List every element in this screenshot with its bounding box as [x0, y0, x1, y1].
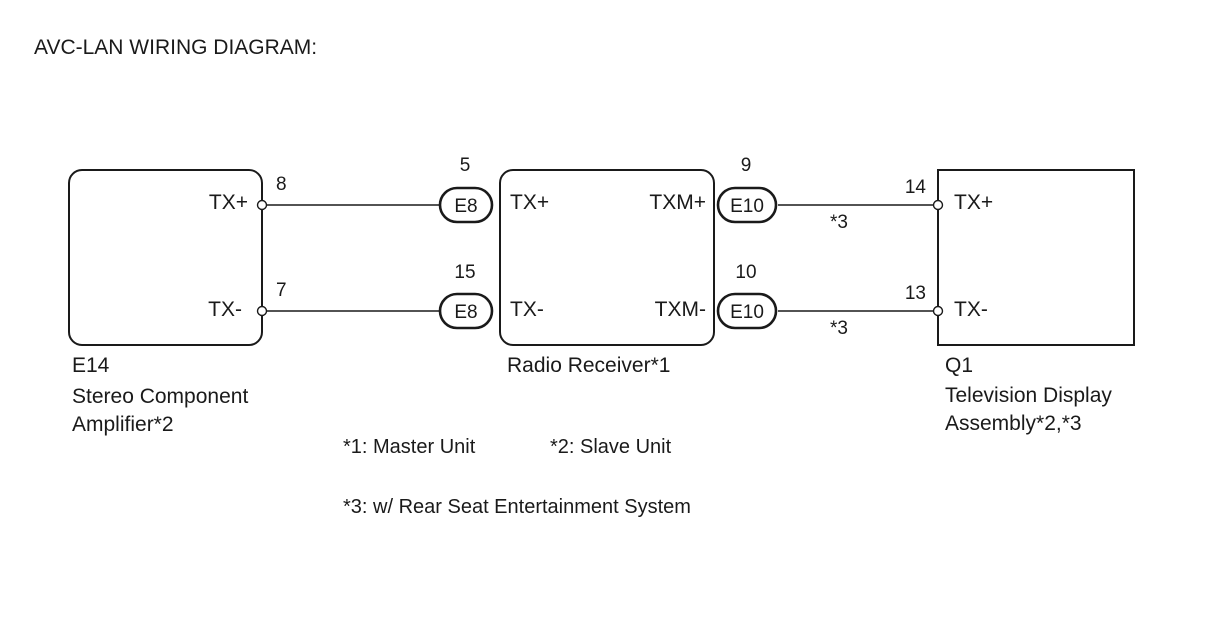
amplifier-pin-txp-terminal [256, 199, 268, 211]
television-component: TX+ TX- 14 13 Q1 Television Display Asse… [905, 169, 1135, 435]
television-pin-txp-number: 14 [905, 177, 927, 198]
receiver-component: TX+ TX- TXM+ TXM- 5 15 9 10 Radio Receiv… [454, 155, 756, 377]
amplifier-pin-txn-terminal [256, 305, 268, 317]
receiver-right-txp-number: 9 [741, 155, 752, 176]
connector-e10-bottom: E10 [716, 292, 778, 330]
amplifier-component: TX+ TX- 8 7 E14 Stereo Component Amplifi… [68, 169, 287, 436]
connector-e10-top-label: E10 [730, 196, 764, 217]
connector-e10-top-shape [716, 186, 778, 224]
amplifier-pin-txp-number: 8 [276, 174, 287, 195]
wire-note-bottom: *3 [830, 318, 848, 339]
receiver-right-txn-label: TXM- [655, 298, 706, 321]
connector-e10-top: E10 [716, 186, 778, 224]
receiver-right-txp-label: TXM+ [649, 191, 706, 214]
television-pin-txp-terminal [932, 199, 944, 211]
television-pin-txn-terminal [932, 305, 944, 317]
wire-note-top: *3 [830, 212, 848, 233]
receiver-name: Radio Receiver*1 [507, 354, 670, 377]
amplifier-name-line2: Amplifier*2 [72, 413, 174, 436]
note-rear-seat: *3: w/ Rear Seat Entertainment System [343, 496, 691, 518]
receiver-left-txn-label: TX- [510, 298, 544, 321]
connector-e8-top-label: E8 [454, 196, 477, 217]
connector-e10-bottom-label: E10 [730, 302, 764, 323]
television-name-line2: Assembly*2,*3 [945, 412, 1082, 435]
receiver-box [499, 169, 715, 346]
connector-e8-top: E8 [438, 186, 494, 224]
receiver-left-txp-label: TX+ [510, 191, 549, 214]
amplifier-pin-txn-number: 7 [276, 280, 287, 301]
amplifier-box [68, 169, 263, 346]
connector-e10-bottom-shape [716, 292, 778, 330]
receiver-left-txn-number: 15 [454, 262, 475, 283]
receiver-right-txn-number: 10 [735, 262, 756, 283]
connector-e8-bottom: E8 [438, 292, 494, 330]
television-pin-txn-number: 13 [905, 283, 926, 304]
connector-e8-top-shape [438, 186, 494, 224]
receiver-left-txp-number: 5 [460, 155, 471, 176]
note-master-unit: *1: Master Unit [343, 436, 476, 458]
television-code: Q1 [945, 354, 973, 377]
connector-e8-bottom-shape [438, 292, 494, 330]
amplifier-name-line1: Stereo Component [72, 385, 248, 408]
amplifier-code: E14 [72, 354, 110, 377]
connector-e8-bottom-label: E8 [454, 302, 477, 323]
television-box [937, 169, 1135, 346]
television-pin-txp-label: TX+ [954, 191, 993, 214]
amplifier-pin-txn-label: TX- [208, 298, 242, 321]
television-name-line1: Television Display [945, 384, 1112, 407]
note-slave-unit: *2: Slave Unit [550, 436, 672, 458]
television-pin-txn-label: TX- [954, 298, 988, 321]
amplifier-pin-txp-label: TX+ [209, 191, 248, 214]
diagram-title: AVC-LAN WIRING DIAGRAM: [34, 36, 317, 59]
